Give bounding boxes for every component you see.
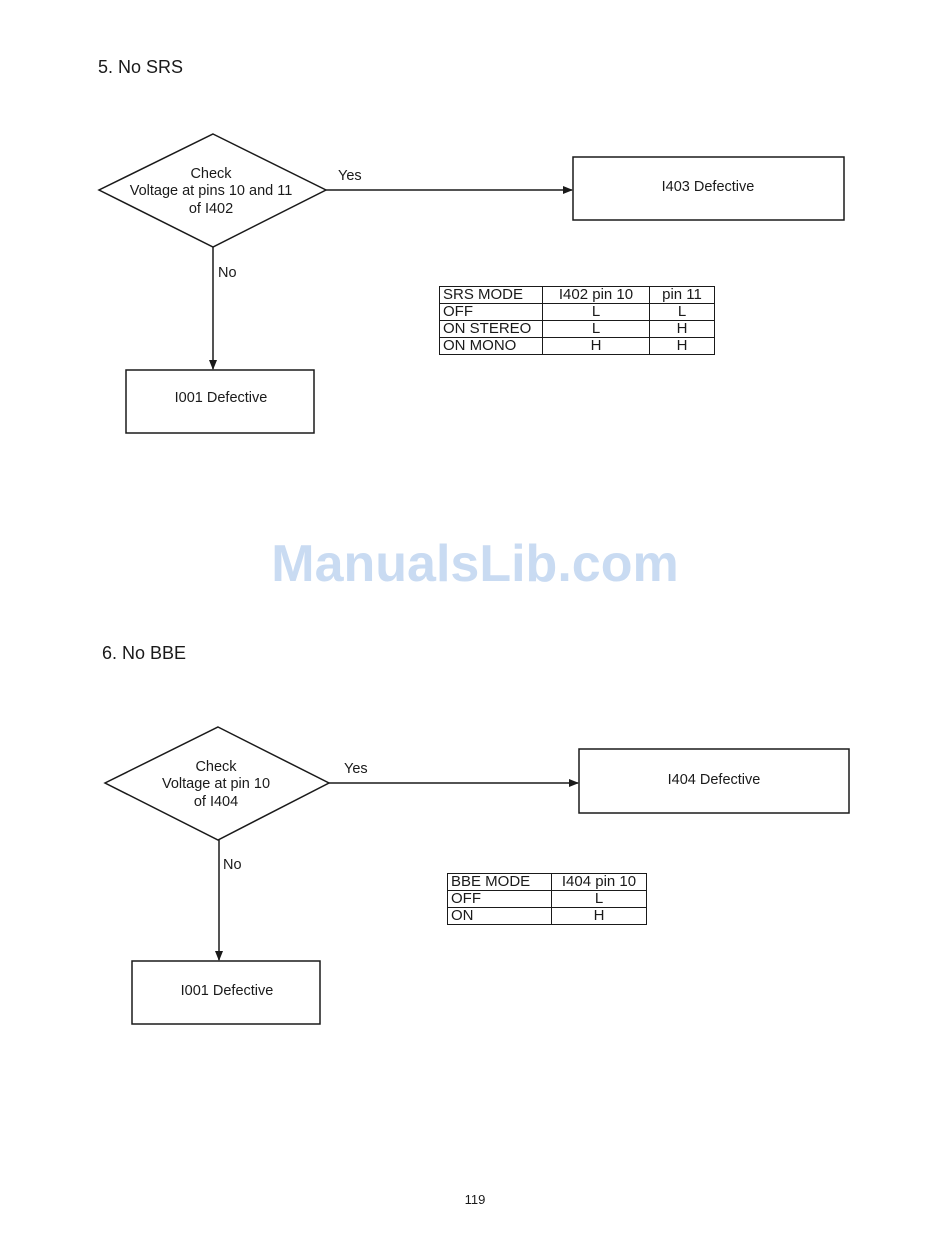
s5-no-box-label: I001 Defective [175,390,268,406]
table-cell: H [543,338,650,355]
table-header-row: BBE MODE I404 pin 10 [448,874,647,891]
table-row: ON MONO H H [440,338,715,355]
s6-yes-box-label: I404 Defective [668,772,761,788]
s5-no-label: No [218,265,237,281]
table-header-cell: pin 11 [650,287,715,304]
table-header-cell: I402 pin 10 [543,287,650,304]
table-cell: OFF [448,891,552,908]
s5-decision-line-3: of I402 [189,201,233,217]
table-cell: H [552,908,647,925]
watermark-logo: ManualsLib.com [0,534,950,594]
s5-decision-line-2: Voltage at pins 10 and 11 [130,183,293,199]
s5-decision-line-1: Check [190,166,232,182]
table-cell: H [650,338,715,355]
s6-no-box-label: I001 Defective [181,983,274,999]
table-cell: L [543,321,650,338]
s6-decision-line-1: Check [195,759,237,775]
srs-mode-table: SRS MODE I402 pin 10 pin 11 OFF L L ON S… [439,286,715,355]
s5-yes-box-label: I403 Defective [662,179,755,195]
table-header-row: SRS MODE I402 pin 10 pin 11 [440,287,715,304]
table-header-cell: BBE MODE [448,874,552,891]
bbe-mode-table: BBE MODE I404 pin 10 OFF L ON H [447,873,647,925]
s6-yes-label: Yes [344,761,368,777]
table-cell: H [650,321,715,338]
table-cell: L [650,304,715,321]
table-cell: L [543,304,650,321]
page-number: 119 [0,1192,950,1207]
table-cell: ON STEREO [440,321,543,338]
s6-decision-line-2: Voltage at pin 10 [162,776,270,792]
table-cell: ON [448,908,552,925]
table-cell: ON MONO [440,338,543,355]
table-header-cell: SRS MODE [440,287,543,304]
table-row: ON STEREO L H [440,321,715,338]
s6-no-label: No [223,857,242,873]
table-cell: L [552,891,647,908]
s6-decision-line-3: of I404 [194,794,238,810]
table-header-cell: I404 pin 10 [552,874,647,891]
table-cell: OFF [440,304,543,321]
table-row: OFF L L [440,304,715,321]
table-row: ON H [448,908,647,925]
table-row: OFF L [448,891,647,908]
section-6-heading: 6. No BBE [102,643,186,664]
s5-yes-label: Yes [338,168,362,184]
